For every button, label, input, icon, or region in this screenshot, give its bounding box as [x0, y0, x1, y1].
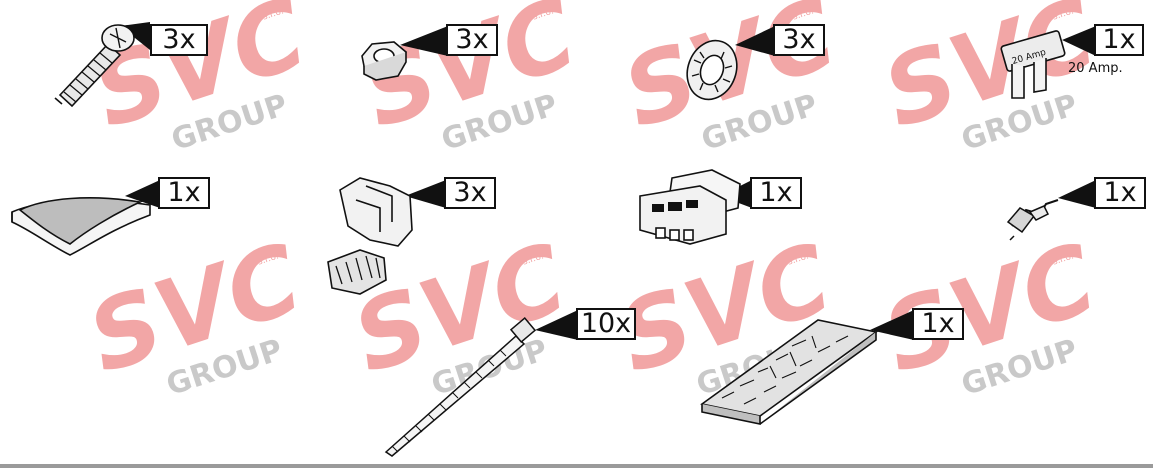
wire-terminal-icon — [1006, 180, 1096, 241]
qty-box-lock-washer: 3x — [773, 24, 825, 56]
qty-box-adhesive-pad: 1x — [158, 177, 210, 209]
adhesive-pad-icon — [11, 180, 160, 256]
qty-box-fuse: 1x — [1094, 24, 1144, 56]
screw-icon — [54, 22, 150, 108]
qty-box-cable-clip: 3x — [444, 177, 496, 209]
lock-washer-icon — [686, 26, 775, 101]
cable-clip-icon — [327, 177, 446, 295]
footer-divider — [0, 464, 1153, 468]
velcro-strip-icon — [700, 310, 914, 425]
qty-box-velcro-strip: 1x — [912, 308, 964, 340]
qty-box-cable-tie: 10x — [576, 308, 636, 340]
fuse-icon: 20 Amp — [1000, 26, 1096, 99]
cable-tie-icon — [384, 310, 578, 457]
qty-box-nut: 3x — [446, 24, 498, 56]
connector-icon — [639, 169, 752, 245]
qty-box-connector: 1x — [750, 177, 802, 209]
qty-box-screw: 3x — [150, 24, 208, 56]
qty-box-wire-terminal: 1x — [1094, 177, 1146, 209]
nut-icon — [361, 26, 448, 81]
fuse-rating-note: 20 Amp. — [1068, 61, 1123, 76]
